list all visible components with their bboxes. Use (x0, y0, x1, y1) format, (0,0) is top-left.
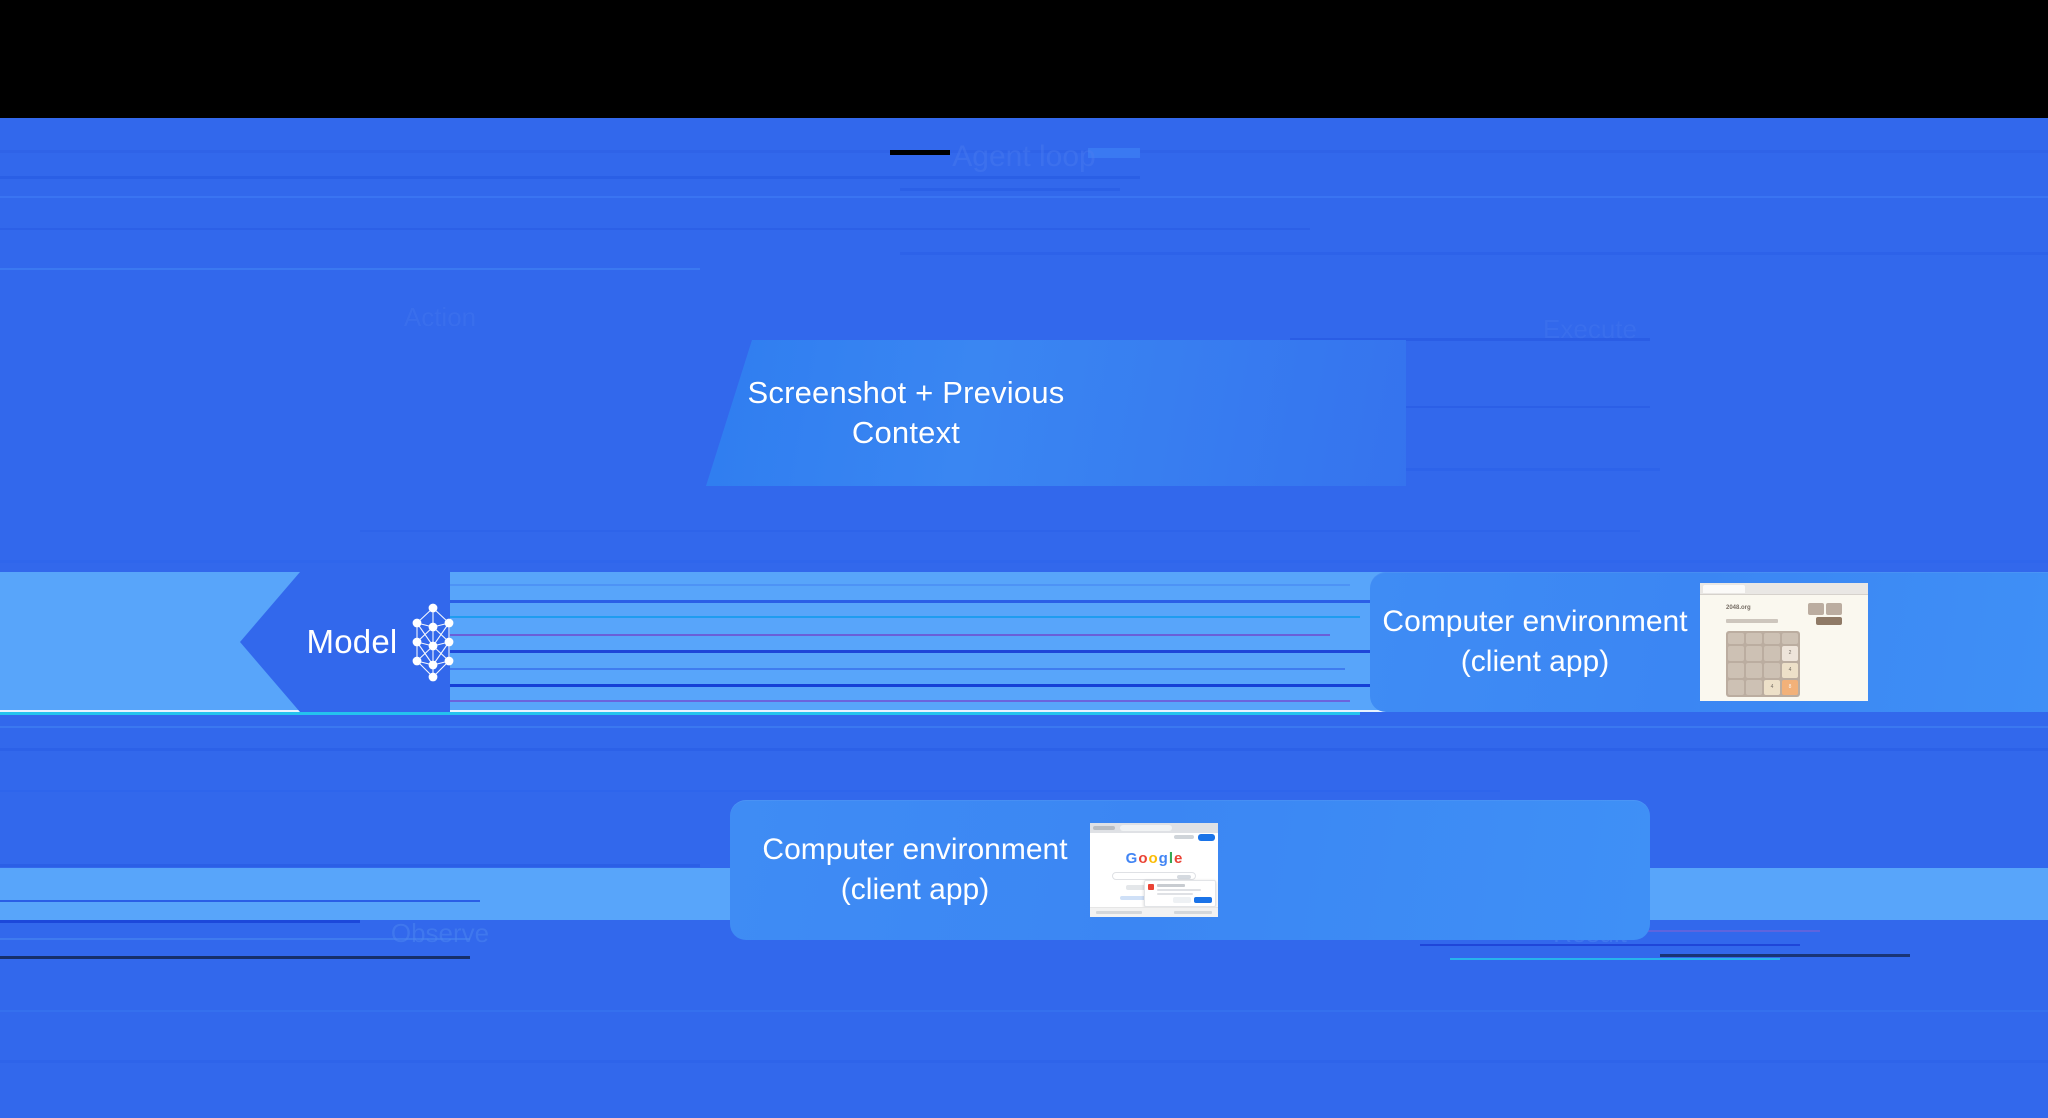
top-letterbox (0, 0, 2048, 118)
environment-right-text: Computer environment (client app) (1370, 602, 1700, 682)
neural-network-icon (413, 603, 454, 682)
diagram-top-label: Agent loop (952, 140, 1096, 173)
model-label: Model (306, 623, 398, 660)
node-screenshot-context-text: Screenshot + Previous Context (706, 373, 1116, 453)
thumb-browser-chrome (1700, 583, 1868, 595)
google-dialog[interactable] (1144, 880, 1216, 907)
environment-bottom-line-1: Computer environment (762, 833, 1068, 866)
thumb-google-topbar (1090, 833, 1218, 842)
google-search-input[interactable] (1112, 872, 1196, 880)
google-footer (1090, 907, 1218, 917)
environment-right-line-2: (client app) (1460, 645, 1610, 678)
node-screenshot-context: Screenshot + Previous Context (706, 340, 1406, 486)
thumb-google-chrome (1090, 823, 1218, 833)
node-model-content: Model (240, 572, 470, 712)
edge-label-action: Action (403, 302, 477, 332)
context-line-1: Screenshot + Previous (747, 375, 1065, 410)
edge-label-observe: Observe (390, 918, 490, 948)
environment-bottom-text: Computer environment (client app) (740, 830, 1090, 910)
thumb-2048-subtitle (1726, 619, 1778, 623)
thumb-2048-new-game (1816, 617, 1842, 625)
thumb-2048-scores (1808, 603, 1842, 615)
thumb-2048-site: 2048.org (1726, 605, 1751, 611)
environment-right-line-1: Computer environment (1382, 605, 1688, 638)
node-environment-right: Computer environment (client app) 2048.o… (1370, 572, 2048, 712)
environment-bottom-line-2: (client app) (840, 873, 990, 906)
band-upper-rule (0, 710, 2048, 712)
context-line-2: Context (851, 415, 961, 450)
edge-label-execute: Execute (1543, 314, 1637, 344)
